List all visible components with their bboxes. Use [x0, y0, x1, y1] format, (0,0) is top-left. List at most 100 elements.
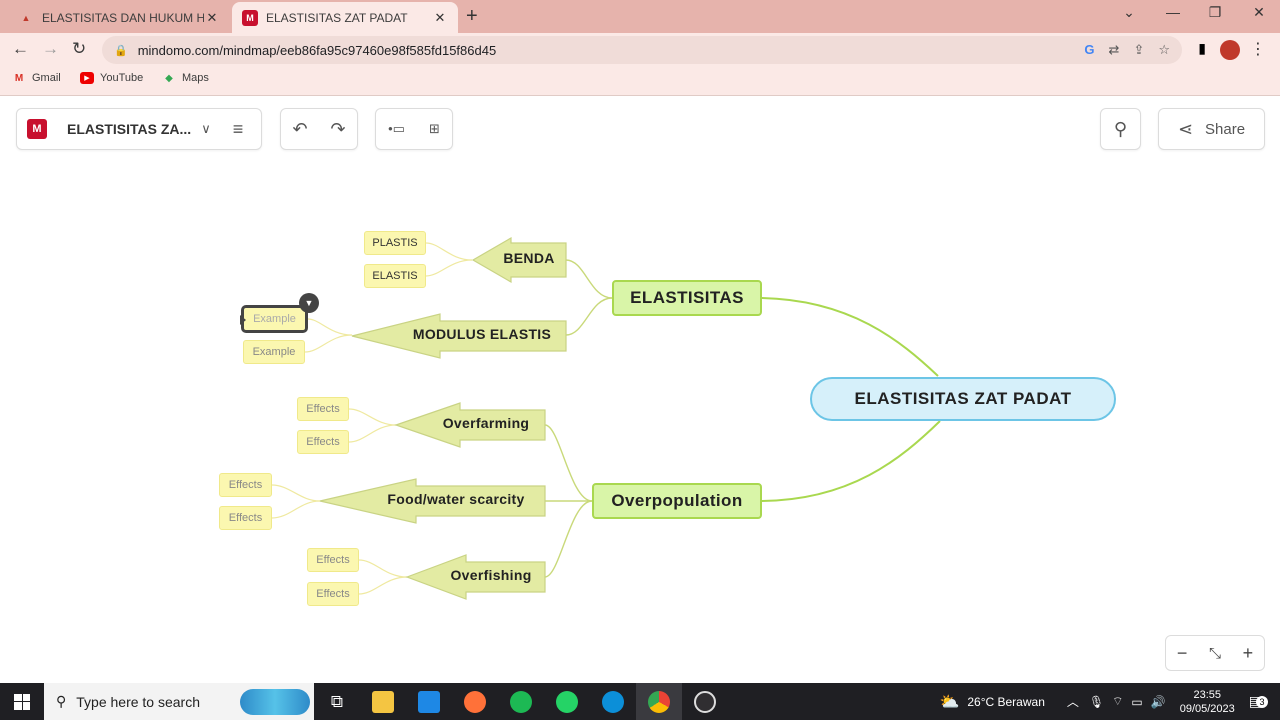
mail-icon[interactable]: [406, 683, 452, 720]
fit-to-screen-icon[interactable]: ⤡: [1208, 644, 1221, 662]
share-page-icon[interactable]: ⇪: [1133, 42, 1145, 57]
subtopic-benda[interactable]: BENDA: [503, 250, 555, 266]
notification-count: 3: [1256, 695, 1268, 708]
search-icon: ⚲: [1113, 118, 1128, 139]
undo-redo-group: ↶ ↷: [280, 108, 358, 150]
topic-options-icon[interactable]: ▼: [299, 293, 319, 313]
leaf-example[interactable]: Example: [243, 340, 305, 364]
add-sibling-topic-icon[interactable]: •▭: [388, 121, 405, 136]
minimize-button[interactable]: —: [1166, 4, 1180, 20]
chrome-icon[interactable]: [636, 683, 682, 720]
leaf-effects[interactable]: Effects: [297, 397, 349, 421]
leaf-effects[interactable]: Effects: [307, 548, 359, 572]
bookmark-youtube[interactable]: ▶ YouTube: [80, 72, 143, 84]
bookmark-maps[interactable]: ◆ Maps: [162, 72, 209, 84]
bookmark-gmail[interactable]: M Gmail: [12, 72, 61, 84]
more-menu-icon[interactable]: ⋮: [1250, 41, 1266, 58]
taskbar-search-box[interactable]: ⚲ Type here to search: [44, 683, 314, 720]
side-panel-icon[interactable]: ▮: [1198, 40, 1206, 56]
weather-icon[interactable]: ⛅: [939, 693, 960, 711]
zoom-in-button[interactable]: +: [1242, 642, 1254, 663]
leaf-effects[interactable]: Effects: [219, 506, 272, 530]
arrow-food: [319, 478, 546, 524]
battery-icon[interactable]: ▭: [1131, 694, 1143, 709]
gmail-icon: M: [14, 72, 24, 84]
undo-icon[interactable]: ↶: [292, 118, 308, 139]
url-text: mindomo.com/mindmap/eeb86fa95c97460e98f5…: [137, 42, 497, 58]
subtopic-modulus-elastis[interactable]: MODULUS ELASTIS: [412, 326, 552, 342]
zoom-out-button[interactable]: −: [1176, 642, 1188, 663]
leaf-plastis[interactable]: PLASTIS: [364, 231, 426, 255]
chevron-down-icon[interactable]: ∨: [201, 121, 211, 136]
tab-search-chevron-icon[interactable]: ⌄: [1123, 4, 1135, 20]
arrow-overfarming: [394, 402, 546, 448]
mindmap-canvas: [271, 236, 941, 600]
tray-chevron-icon[interactable]: ︿: [1066, 695, 1079, 709]
translate-icon[interactable]: ⇄: [1108, 42, 1120, 57]
share-icon: ⋖: [1177, 118, 1194, 139]
insert-topic-group: •▭ ⊞: [375, 108, 453, 150]
connector-central-elastisitas: [761, 297, 939, 377]
whatsapp-icon[interactable]: [544, 683, 590, 720]
hamburger-menu-icon[interactable]: ≡: [232, 118, 244, 139]
document-menu-group: M ELASTISITAS ZA... ∨ ≡: [16, 108, 262, 150]
maps-icon: ◆: [165, 72, 173, 84]
share-button[interactable]: ⋖ Share: [1158, 108, 1265, 150]
weather-text[interactable]: 26°C Berawan: [967, 694, 1045, 709]
subtopic-overfishing[interactable]: Overfishing: [450, 567, 532, 583]
leaf-effects[interactable]: Effects: [307, 582, 359, 606]
document-title[interactable]: ELASTISITAS ZA...: [67, 121, 192, 137]
address-bar-row: ← → ↻ 🔒 mindomo.com/mindmap/eeb86fa95c97…: [0, 33, 1280, 65]
topic-elastisitas[interactable]: ELASTISITAS: [612, 280, 762, 316]
system-tray: ⛅ 26°C Berawan ︿ 🎙 ⌔ ▭ 🔊 23:55 09/05/202…: [939, 683, 1280, 720]
subtopic-overfarming[interactable]: Overfarming: [442, 415, 530, 431]
file-explorer-icon[interactable]: [360, 683, 406, 720]
url-field[interactable]: 🔒 mindomo.com/mindmap/eeb86fa95c97460e98…: [102, 36, 1182, 64]
restore-button[interactable]: ❐: [1208, 4, 1222, 20]
avatar[interactable]: [1220, 40, 1240, 60]
topic-overpopulation[interactable]: Overpopulation: [592, 483, 762, 519]
add-subtopic-icon[interactable]: ⊞: [429, 121, 440, 136]
window-close-button[interactable]: ✕: [1253, 4, 1265, 20]
branch-lines: [544, 259, 613, 578]
redo-icon[interactable]: ↷: [330, 118, 346, 139]
profile-area: ▮: [1198, 40, 1240, 60]
leaf-elastis[interactable]: ELASTIS: [364, 264, 426, 288]
google-icon[interactable]: G: [1084, 42, 1095, 57]
bookmark-star-icon[interactable]: ☆: [1158, 42, 1170, 57]
search-highlight-image: [240, 689, 310, 715]
leaf-example-selected[interactable]: Example: [241, 305, 308, 333]
new-tab-button[interactable]: +: [466, 5, 478, 27]
firefox-icon[interactable]: [452, 683, 498, 720]
volume-icon[interactable]: 🔊: [1150, 694, 1166, 709]
collapse-handle-icon[interactable]: [240, 315, 246, 325]
leaf-effects[interactable]: Effects: [297, 430, 349, 454]
edge-icon[interactable]: [590, 683, 636, 720]
browser-tab-2[interactable]: M ELASTISITAS ZAT PADAT ✕: [232, 2, 458, 33]
start-button[interactable]: [0, 683, 44, 720]
bookmark-label: Gmail: [32, 72, 61, 84]
leaf-effects[interactable]: Effects: [219, 473, 272, 497]
subtopic-food-water-scarcity[interactable]: Food/water scarcity: [387, 491, 525, 507]
omnibox-actions: G ⇄ ⇪ ☆: [1084, 42, 1170, 58]
close-tab-icon[interactable]: ✕: [434, 9, 446, 25]
search-button[interactable]: ⚲: [1100, 108, 1141, 150]
forward-arrow-icon[interactable]: →: [42, 39, 59, 58]
arrow-benda: [471, 236, 567, 284]
close-tab-icon[interactable]: ✕: [206, 9, 218, 25]
windows-taskbar: ⚲ Type here to search ⧉ ⛅ 26°C Berawan ︿…: [0, 683, 1280, 720]
microphone-icon[interactable]: 🎙: [1088, 694, 1105, 709]
reload-icon[interactable]: ↻: [72, 39, 87, 58]
bookmark-label: YouTube: [100, 72, 144, 84]
task-view-icon[interactable]: ⧉: [330, 691, 344, 711]
bookmarks-bar: M Gmail ▶ YouTube ◆ Maps: [0, 65, 1280, 96]
obs-icon[interactable]: [682, 683, 728, 720]
mindomo-logo-icon[interactable]: M: [27, 119, 47, 139]
back-arrow-icon[interactable]: ←: [12, 39, 29, 58]
browser-tab-1[interactable]: ▲ ELASTISITAS DAN HUKUM HOOKE ✕: [8, 2, 230, 33]
clock[interactable]: 23:55 09/05/2023: [1180, 688, 1235, 716]
central-topic[interactable]: ELASTISITAS ZAT PADAT: [810, 377, 1116, 421]
leaf-lines: [271, 242, 473, 595]
network-icon[interactable]: ⌔: [1112, 694, 1124, 708]
spotify-icon[interactable]: [498, 683, 544, 720]
